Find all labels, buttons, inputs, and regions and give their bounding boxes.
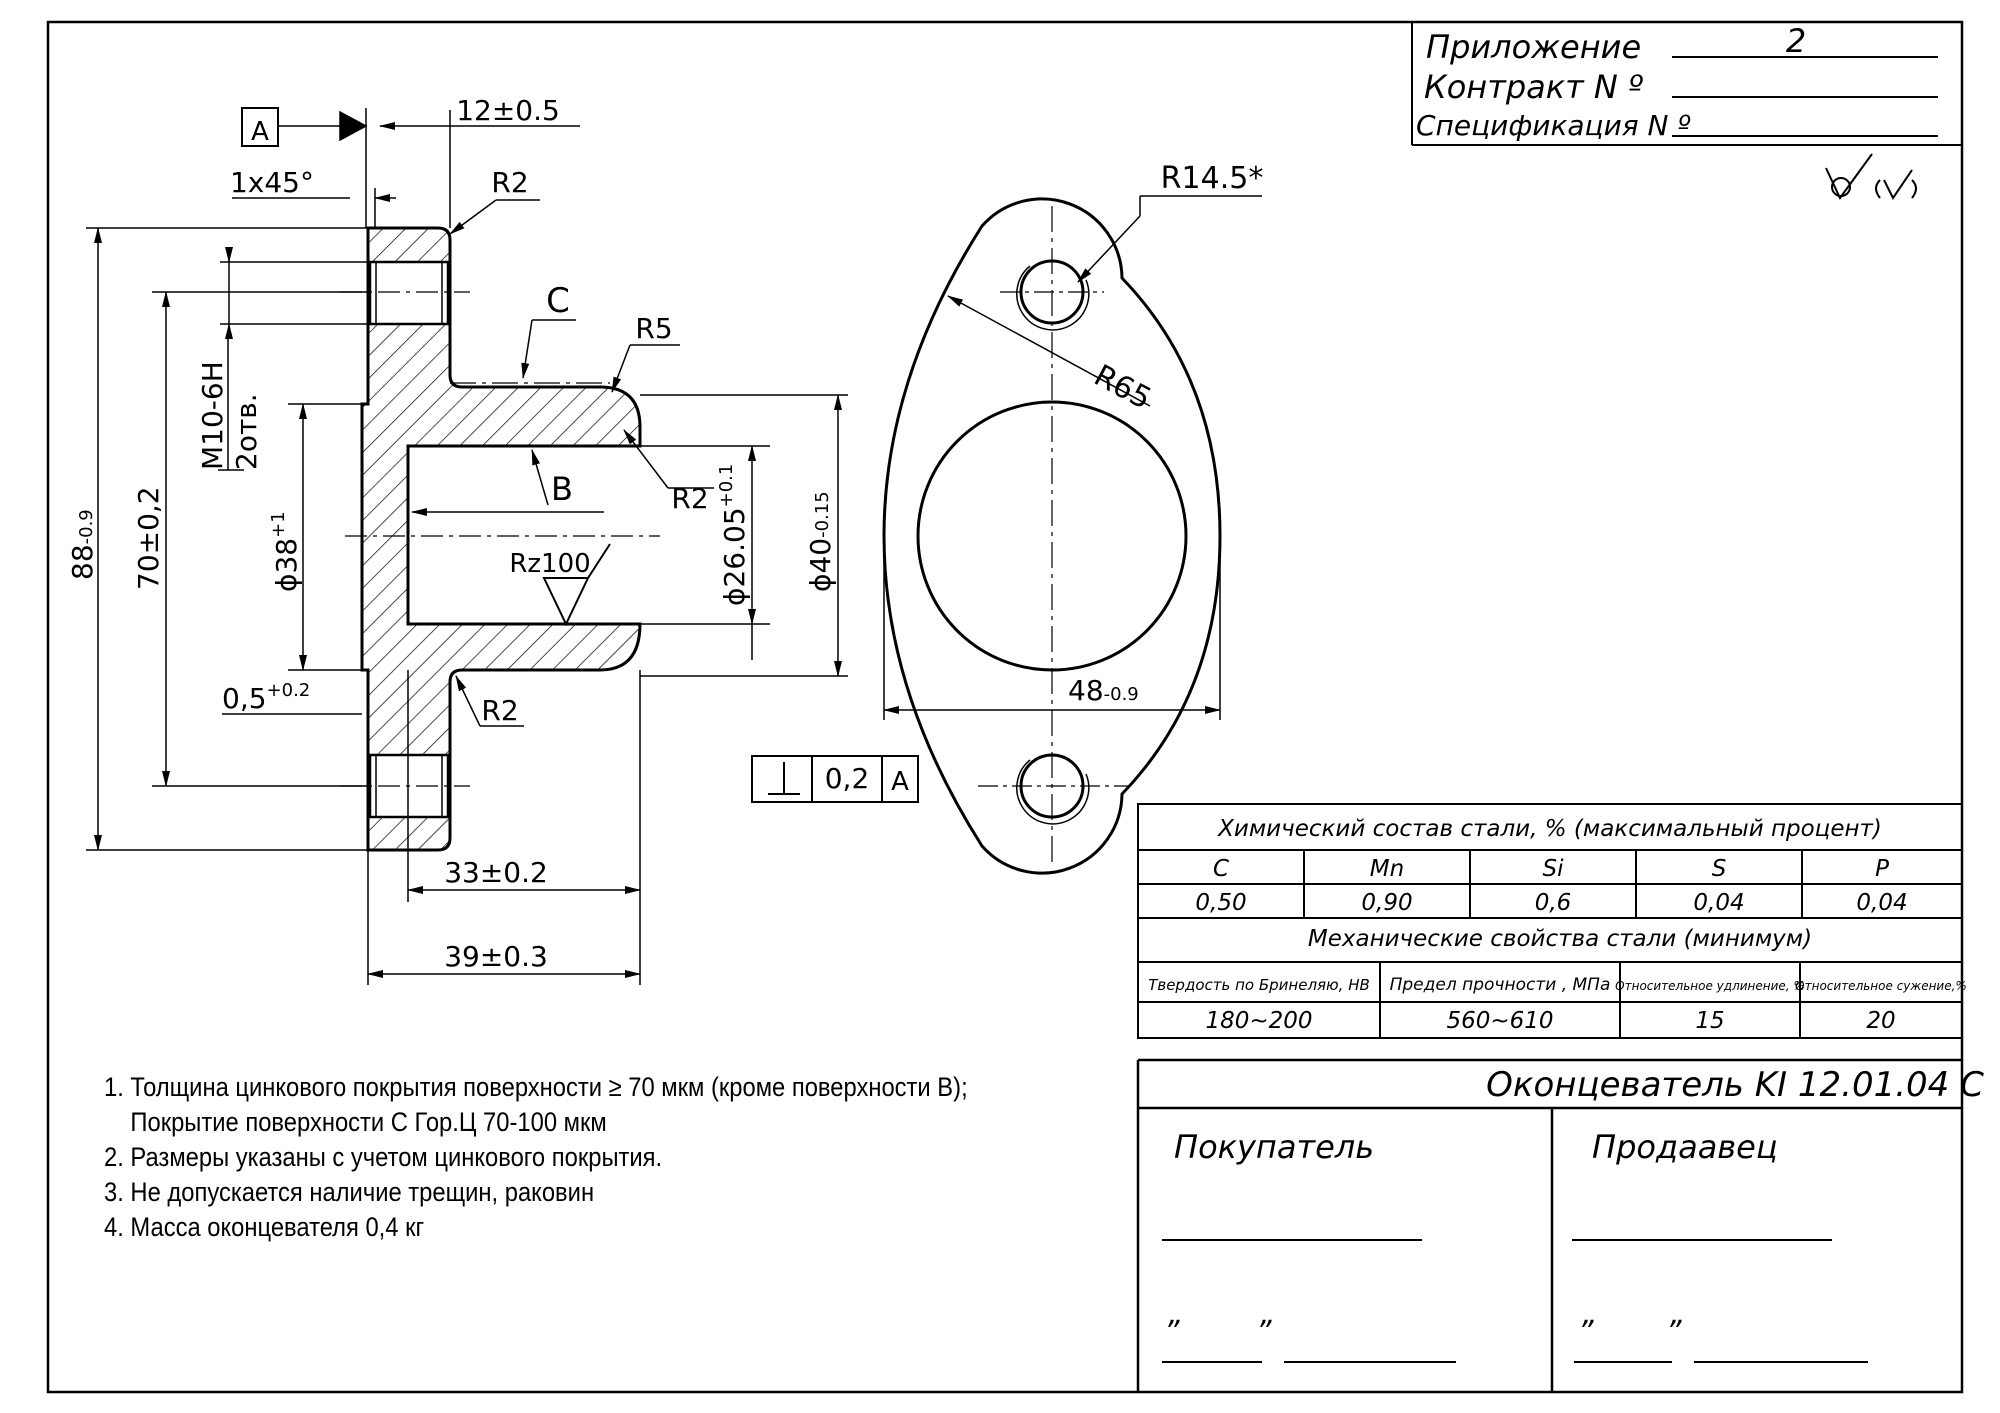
- chem-header-si: Si: [1543, 856, 1565, 882]
- appendix-value: 2: [1786, 22, 1806, 60]
- dim-39: 39±0.3: [444, 940, 548, 973]
- seller-date-quote-close: ”: [1666, 1315, 1682, 1350]
- dim-33: 33±0.2: [444, 856, 548, 889]
- mech-header-reduction: Относительное сужение,%: [1795, 979, 1967, 993]
- chem-header-c: C: [1213, 856, 1229, 882]
- dim-26: ϕ26.05+0.1: [716, 464, 751, 606]
- perpendicularity-value: 0,2: [825, 762, 870, 795]
- chem-value-c: 0,50: [1195, 890, 1246, 916]
- chem-header-p: P: [1875, 856, 1889, 882]
- dim-r65: R65: [1088, 358, 1157, 417]
- section-view: [340, 226, 660, 852]
- dim-holes: 2отв.: [230, 393, 263, 470]
- dim-12: 12±0.5: [456, 94, 560, 127]
- dim-05: 0,5+0.2: [222, 680, 310, 715]
- dim-r5: R5: [635, 312, 672, 345]
- mech-header-strength: Предел прочности , МПа: [1390, 975, 1611, 995]
- front-view-labels: R14.5* R65 48-0.9: [1068, 161, 1263, 707]
- technical-notes: 1. Толщина цинкового покрытия поверхност…: [104, 1070, 1002, 1245]
- title-block-labels: Оконцеватель KI 12.01.04 C Покупатель Пр…: [1164, 1065, 1984, 1350]
- steel-properties-table: [1137, 803, 1963, 1039]
- dim-r14-5: R14.5*: [1161, 161, 1264, 196]
- dim-r2-mid: R2: [671, 482, 708, 515]
- section-dimensions: [86, 107, 919, 985]
- contract-label: Контракт N º: [1424, 68, 1643, 106]
- drawing-frame: [46, 20, 1964, 1394]
- buyer-label: Покупатель: [1174, 1128, 1374, 1166]
- note-4: 4. Масса оконцевателя 0,4 кг: [104, 1212, 425, 1242]
- surface-c-label: C: [546, 281, 570, 321]
- chem-value-si: 0,6: [1535, 890, 1572, 916]
- mech-header-hardness: Твердость по Бринеляю, HB: [1148, 976, 1370, 994]
- dim-38: ϕ38+1: [268, 511, 303, 592]
- specification-label: Спецификация N º: [1416, 109, 1691, 142]
- title-block: [1136, 1058, 1962, 1392]
- mech-table-title: Механические свойства стали (минимум): [1308, 926, 1812, 952]
- datum-a-label: A: [251, 117, 269, 147]
- chem-header-s: S: [1712, 856, 1727, 882]
- steel-properties-labels: Химический состав стали, % (максимальный…: [1148, 816, 1967, 1034]
- upper-threaded-hole: [368, 260, 450, 326]
- dim-thread: M10-6H: [196, 361, 229, 470]
- part-name: Оконцеватель KI 12.01.04 C: [1486, 1065, 1984, 1105]
- note-3: 3. Не допускается наличие трещин, ракови…: [104, 1177, 595, 1207]
- mech-value-reduction: 20: [1866, 1008, 1895, 1034]
- dim-70: 70±0,2: [132, 486, 165, 590]
- mech-value-hardness: 180~200: [1205, 1008, 1312, 1034]
- chem-value-s: 0,04: [1693, 890, 1744, 916]
- buyer-date-quote-close: ”: [1256, 1315, 1272, 1350]
- dim-chamfer: 1x45°: [230, 166, 314, 199]
- mech-value-strength: 560~610: [1446, 1008, 1553, 1034]
- dim-r2-bottom: R2: [481, 694, 518, 727]
- roughness-rz100: Rz100: [509, 549, 590, 579]
- flange-outline: [882, 197, 1222, 875]
- dim-r2-top: R2: [491, 166, 528, 199]
- header-block: Приложение 2 Контракт N º Спецификация N…: [1411, 22, 1962, 146]
- buyer-date-quote-open: ”: [1164, 1315, 1180, 1350]
- mech-value-elongation: 15: [1695, 1008, 1724, 1034]
- note-2: 2. Размеры указаны с учетом цинкового по…: [104, 1142, 663, 1172]
- section-dimension-labels: A 12±0.5 1x45° R2 C R5 M10-6H 2отв. 88-0…: [66, 94, 909, 973]
- seller-label: Продаавец: [1592, 1128, 1778, 1166]
- note-1: 1. Толщина цинкового покрытия поверхност…: [104, 1072, 968, 1102]
- mech-header-elongation: Относительное удлинение, %: [1615, 979, 1805, 993]
- dim-88: 88-0.9: [66, 509, 99, 580]
- dim-40: ϕ40-0.15: [804, 491, 837, 592]
- dim-48: 48-0.9: [1068, 674, 1139, 707]
- chem-header-mn: Mn: [1370, 856, 1404, 882]
- chem-value-mn: 0,90: [1361, 890, 1412, 916]
- chem-value-p: 0,04: [1856, 890, 1907, 916]
- appendix-label: Приложение: [1426, 28, 1641, 66]
- note-1-cont: Покрытие поверхности С Гор.Ц 70-100 мкм: [104, 1107, 607, 1137]
- seller-date-quote-open: ”: [1578, 1315, 1594, 1350]
- perpendicularity-datum: A: [891, 767, 909, 797]
- roughness-symbol: [1825, 153, 1917, 200]
- front-view: [882, 195, 1262, 875]
- surface-b-label: B: [551, 470, 573, 508]
- chem-table-title: Химический состав стали, % (максимальный…: [1217, 816, 1882, 842]
